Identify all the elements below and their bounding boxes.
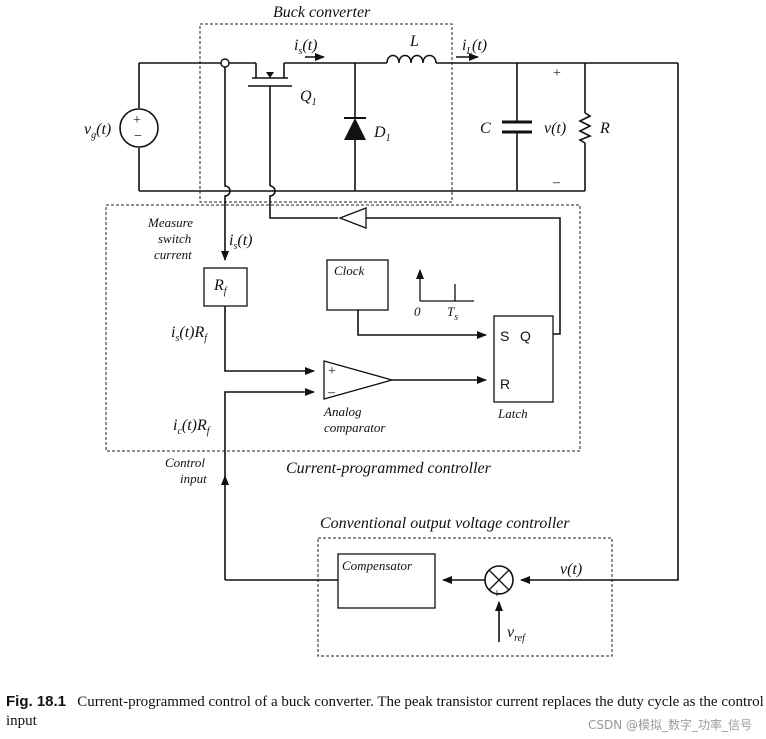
compensator-label: Compensator [342,558,413,573]
diode-d1-symbol [344,117,366,140]
measure-label-line3: current [154,247,192,262]
resistor-symbol [578,112,592,144]
capacitor-symbol [502,120,532,134]
rf-label: Rf [213,277,228,297]
inductor-label: L [409,33,419,50]
gate-driver-symbol [338,207,367,229]
is-measure-label: is(t) [229,232,252,252]
axis-origin-label: 0 [414,304,421,319]
output-minus-sign: – [552,175,561,190]
analog-comparator-symbol [323,360,395,400]
buck-converter-box [199,23,453,203]
measure-label-line1: Measure [147,215,193,230]
feedback-v-label: v(t) [560,561,582,578]
watermark: CSDN @模拟_数字_功率_信号 [587,718,752,732]
capacitor-label: C [480,120,491,137]
comparator-label-line2: comparator [324,420,386,435]
icrf-label: ic(t)Rf [173,417,211,437]
clock-waveform-icon [416,269,474,302]
gate-drive-wire [366,217,561,335]
inductor-symbol [386,54,437,64]
latch-label: Latch [497,406,528,421]
mosfet-q1-symbol [248,63,338,219]
figure-caption: Fig. 18.1 Current-programmed control of … [6,692,766,731]
comparator-label-line1: Analog [323,404,362,419]
latch-s-pin: S [500,328,509,344]
compensator-block [337,553,436,609]
buck-converter-title: Buck converter [273,4,371,21]
vout-feedback-wire [520,63,679,584]
current-controller-box [105,204,581,452]
control-label-line2: input [180,471,207,486]
source-minus-sign: − [134,129,142,144]
latch-r-pin: R [500,376,510,392]
output-plus-sign: + [553,66,561,81]
is-top-label: is(t) [294,37,317,57]
sum-plus-sign: + [493,587,501,602]
latch-q-pin: Q [520,328,531,344]
comparator-minus: – [327,385,336,400]
resistor-label: R [599,120,610,137]
voltage-controller-box [317,537,613,657]
figure-number: Fig. 18.1 [6,693,67,710]
control-input-wire [224,388,315,476]
comparator-plus: + [328,364,336,379]
q1-label: Q1 [300,88,317,108]
d1-label: D1 [373,124,391,144]
voltage-source-symbol [119,108,159,148]
current-sense-node [220,58,230,68]
sense-wire [221,67,231,261]
voltage-controller-title: Conventional output voltage controller [320,515,570,532]
power-stage-wires [138,62,678,192]
source-plus-sign: + [133,113,141,128]
ts-label: Ts [447,304,458,323]
vg-label: vg(t) [84,121,111,141]
measure-label-line2: switch [158,231,191,246]
il-label: iL(t) [462,37,487,57]
current-controller-title: Current-programmed controller [286,460,492,477]
clock-output-wire [357,310,487,339]
control-label-line1: Control [165,455,205,470]
output-voltage-label: v(t) [544,120,566,137]
circuit-diagram: Buck converter Current-programmed contro… [84,4,679,657]
figure-caption-text: Current-programmed control of a buck con… [6,694,764,729]
sr-latch-block [493,315,554,403]
clock-label: Clock [334,263,365,278]
vref-label: vref [507,624,526,644]
isrf-label: is(t)Rf [171,324,208,344]
isrf-wire [224,306,315,375]
